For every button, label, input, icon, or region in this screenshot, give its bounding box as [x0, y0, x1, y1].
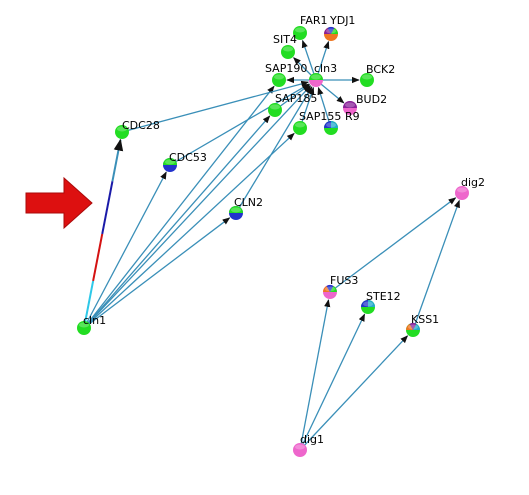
node-label: FAR1 [300, 14, 327, 27]
node-label: CDC53 [169, 151, 207, 164]
node-sap190[interactable]: SAP190 [265, 62, 307, 87]
node-label: KSS1 [411, 313, 439, 326]
edge-cln1-cln3 [83, 85, 312, 329]
edge-CLN2-cln3 [235, 86, 313, 214]
red-arrow-icon [25, 176, 93, 230]
edge-SAP185-cln3 [274, 84, 311, 111]
edge-cln1-CLN2 [83, 217, 231, 329]
edge-FUS3-dig2 [329, 197, 457, 293]
edge-cln1-SAP190 [83, 85, 275, 329]
node-label: BUD2 [356, 93, 387, 106]
edge-CDC53-cln3 [169, 83, 310, 166]
node-ste12[interactable]: STE12 [361, 290, 401, 314]
node-bck2[interactable]: BCK2 [360, 63, 395, 87]
edge-dig1-KSS1 [299, 335, 409, 451]
node-label: dig2 [461, 176, 485, 189]
node-label: SAP190 [265, 62, 307, 75]
node-label: cln1 [83, 314, 106, 327]
node-fus3[interactable]: FUS3 [323, 274, 358, 299]
node-ydj1[interactable]: YDJ1 [324, 14, 355, 41]
node-label: cln3 [314, 62, 337, 75]
edge-SAP155-cln3 [299, 86, 315, 129]
node-label: FUS3 [330, 274, 358, 287]
node-label: R9 [345, 110, 360, 123]
edge-cln1-CDC28-seg0 [83, 280, 95, 329]
node-label: SAP155 [299, 110, 341, 123]
node-sit4[interactable]: SIT4 [273, 33, 297, 59]
edges-layer [83, 39, 460, 451]
node-kss1[interactable]: KSS1 [406, 313, 439, 337]
node-bud2[interactable]: BUD2 [343, 93, 387, 115]
node-cdc28[interactable]: CDC28 [115, 119, 160, 139]
node-label: CDC28 [122, 119, 160, 132]
node-label: SAP185 [275, 92, 317, 105]
edge-dig1-FUS3 [299, 299, 331, 451]
edge-cln1-SAP185 [83, 115, 271, 329]
node-cln2[interactable]: CLN2 [229, 196, 263, 220]
edge-R9-cln3 [317, 86, 332, 129]
edge-CDC28-cln3 [121, 80, 310, 133]
edge-cln1-CDC28-seg2 [101, 181, 114, 235]
node-r9[interactable]: R9 [324, 110, 360, 135]
edge-dig1-STE12 [299, 313, 366, 451]
node-label: STE12 [366, 290, 401, 303]
node-label: SIT4 [273, 33, 297, 46]
node-label: CLN2 [234, 196, 263, 209]
node-label: YDJ1 [329, 14, 355, 27]
node-cdc53[interactable]: CDC53 [163, 151, 207, 172]
edge-cln1-CDC28-seg1 [92, 233, 104, 282]
node-dig1[interactable]: dig1 [293, 433, 324, 457]
edge-cln1-CDC28-seg3 [111, 138, 124, 182]
edge-cln1-SAP155 [83, 132, 295, 329]
node-dig2[interactable]: dig2 [455, 176, 485, 200]
node-label: BCK2 [366, 63, 395, 76]
node-cln3[interactable]: cln3 [309, 62, 337, 87]
edge-cln1-CDC53 [83, 171, 167, 329]
node-sap155[interactable]: SAP155 [293, 110, 341, 135]
node-cln1[interactable]: cln1 [77, 314, 106, 335]
node-far1[interactable]: FAR1 [293, 14, 327, 40]
edge-KSS1-dig2 [412, 199, 460, 331]
node-sap185[interactable]: SAP185 [268, 92, 317, 117]
node-label: dig1 [300, 433, 324, 446]
